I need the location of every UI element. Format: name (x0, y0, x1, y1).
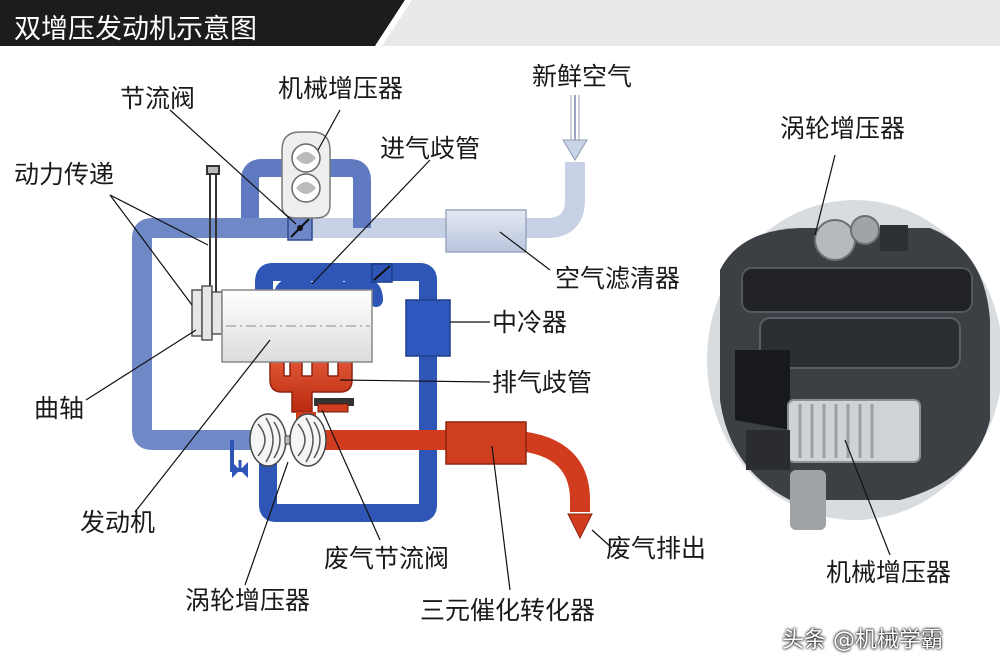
wastegate-valve (314, 398, 354, 413)
label-power-transmission: 动力传递 (14, 160, 115, 189)
exhaust-out-arrow (567, 513, 593, 540)
label-engine: 发动机 (80, 508, 156, 537)
catalytic-converter (445, 421, 527, 465)
pulleys (191, 285, 223, 341)
intake-throttle (371, 263, 393, 283)
exhaust-pipe (296, 412, 590, 512)
label-supercharger: 机械增压器 (278, 74, 404, 103)
engine-photo (707, 154, 1000, 556)
label-exhaust-manifold: 排气歧管 (492, 368, 593, 397)
label-turbocharger: 涡轮增压器 (185, 586, 311, 615)
label-wastegate: 废气节流阀 (324, 544, 450, 573)
supercharger (281, 131, 331, 219)
label-crankshaft: 曲轴 (34, 394, 85, 423)
fresh-air-arrow (562, 95, 588, 161)
label-intake-manifold: 进气歧管 (380, 134, 481, 163)
label-intercooler: 中冷器 (492, 308, 568, 337)
turbocharger (249, 413, 327, 467)
label-exhaust-out: 废气排出 (606, 534, 707, 563)
title-bar (0, 0, 1000, 46)
label-photo-turbocharger: 涡轮增压器 (780, 114, 906, 143)
exhaust-manifold (269, 355, 353, 413)
label-catalytic-converter: 三元催化转化器 (420, 596, 596, 625)
intake-pipe-outer (132, 218, 300, 450)
bypass-valve (230, 440, 248, 478)
air-filter (445, 209, 527, 253)
fresh-air-duct (300, 162, 585, 238)
leader-lines (85, 109, 613, 591)
pressurized-pipe (255, 263, 437, 522)
label-air-filter: 空气滤清器 (555, 264, 681, 293)
intercooler (405, 299, 451, 357)
diagram-title: 双增压发动机示意图 (14, 14, 257, 45)
label-fresh-air: 新鲜空气 (532, 62, 633, 91)
watermark: 头条 @机械学霸 (782, 628, 943, 653)
label-throttle-valve: 节流阀 (120, 84, 196, 113)
label-photo-supercharger: 机械增压器 (826, 558, 952, 587)
